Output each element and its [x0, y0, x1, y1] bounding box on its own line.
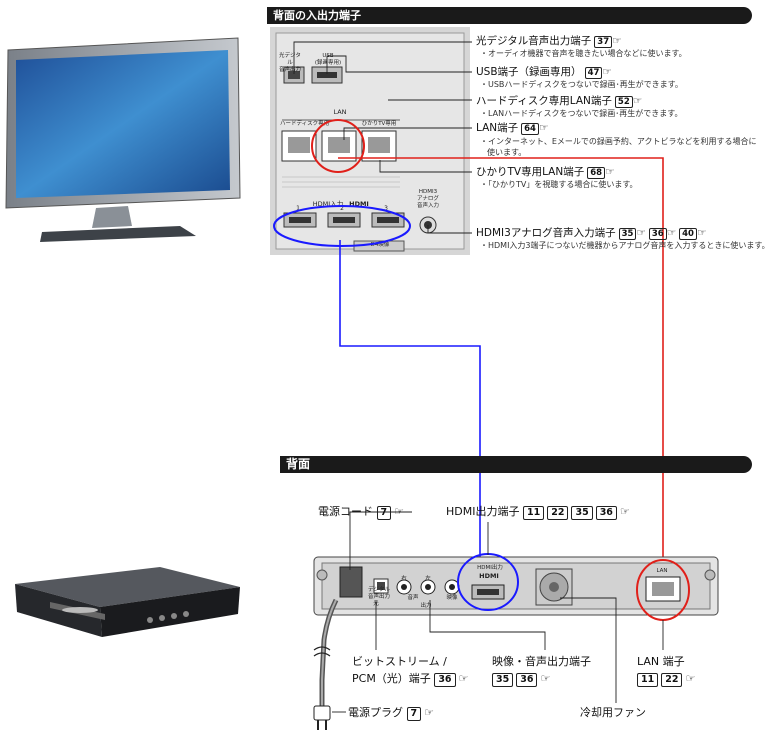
player-digital-label: デジタル 音声出力	[367, 587, 390, 600]
tv-hdmi3-analog-label: HDMI3 アナログ 音声入力	[416, 189, 439, 209]
player-audio-label: 音声	[407, 595, 419, 601]
tv-hikari-label: ひかりTV専用	[361, 121, 397, 127]
player-back-panel	[313, 556, 719, 616]
tv-optical-label: 光デジタル 音声出力	[278, 53, 301, 73]
player-left-label: 左	[425, 576, 431, 582]
tv-lan-highlight	[311, 119, 365, 173]
player-hdmi-out-label: HDMI出力	[477, 565, 503, 571]
tv-hdmi-number: 1	[296, 205, 300, 212]
callout-power-cord: 電源コード 7☞	[318, 505, 404, 520]
player-power-socket	[339, 566, 363, 598]
tv-hdd-lan-label: ハードディスク専用	[280, 121, 330, 127]
tv-panel-header: 背面の入出力端子	[267, 7, 752, 24]
tv-icon	[5, 37, 241, 242]
tv-hdmi-highlight	[273, 205, 411, 247]
tv-hdmi-group-label: HDMI入力	[312, 200, 344, 208]
callout-fan: 冷却用ファン	[580, 706, 646, 719]
tv-hdmi-logo: HDMI	[349, 200, 369, 208]
player-panel-header: 背面	[280, 456, 752, 473]
player-lan-highlight	[636, 559, 690, 621]
power-plug-icon	[313, 705, 331, 721]
tv-lan-group-label: LAN	[333, 108, 347, 116]
callout-power-plug: 電源プラグ 7☞	[348, 706, 434, 721]
callout-lan-port: LAN 端子	[637, 655, 685, 668]
tv-hdmi-number: 2	[340, 205, 344, 212]
tv-hdmi-number: 3	[384, 205, 388, 212]
callout-bitstream: ビットストリーム /	[352, 655, 447, 668]
player-hdmi-logo: HDMI	[479, 572, 499, 580]
callout-usb: USB端子（録画専用）47☞	[476, 66, 612, 79]
player-output-label: 出力	[420, 603, 432, 609]
callout-av-out: 映像・音声出力端子	[492, 655, 591, 668]
player-hdmi-highlight	[457, 553, 519, 611]
lan-connection-line	[338, 157, 664, 568]
player-video-label: 映像	[446, 595, 458, 601]
tv-back-panel	[270, 27, 470, 255]
player-right-label: 右	[401, 576, 407, 582]
bluray-player-icon	[15, 567, 240, 637]
callout-pcm: PCM（光）端子 36☞	[352, 672, 469, 687]
tv-d4-label: D4映像	[370, 242, 390, 248]
player-lan-label: LAN	[656, 568, 668, 574]
